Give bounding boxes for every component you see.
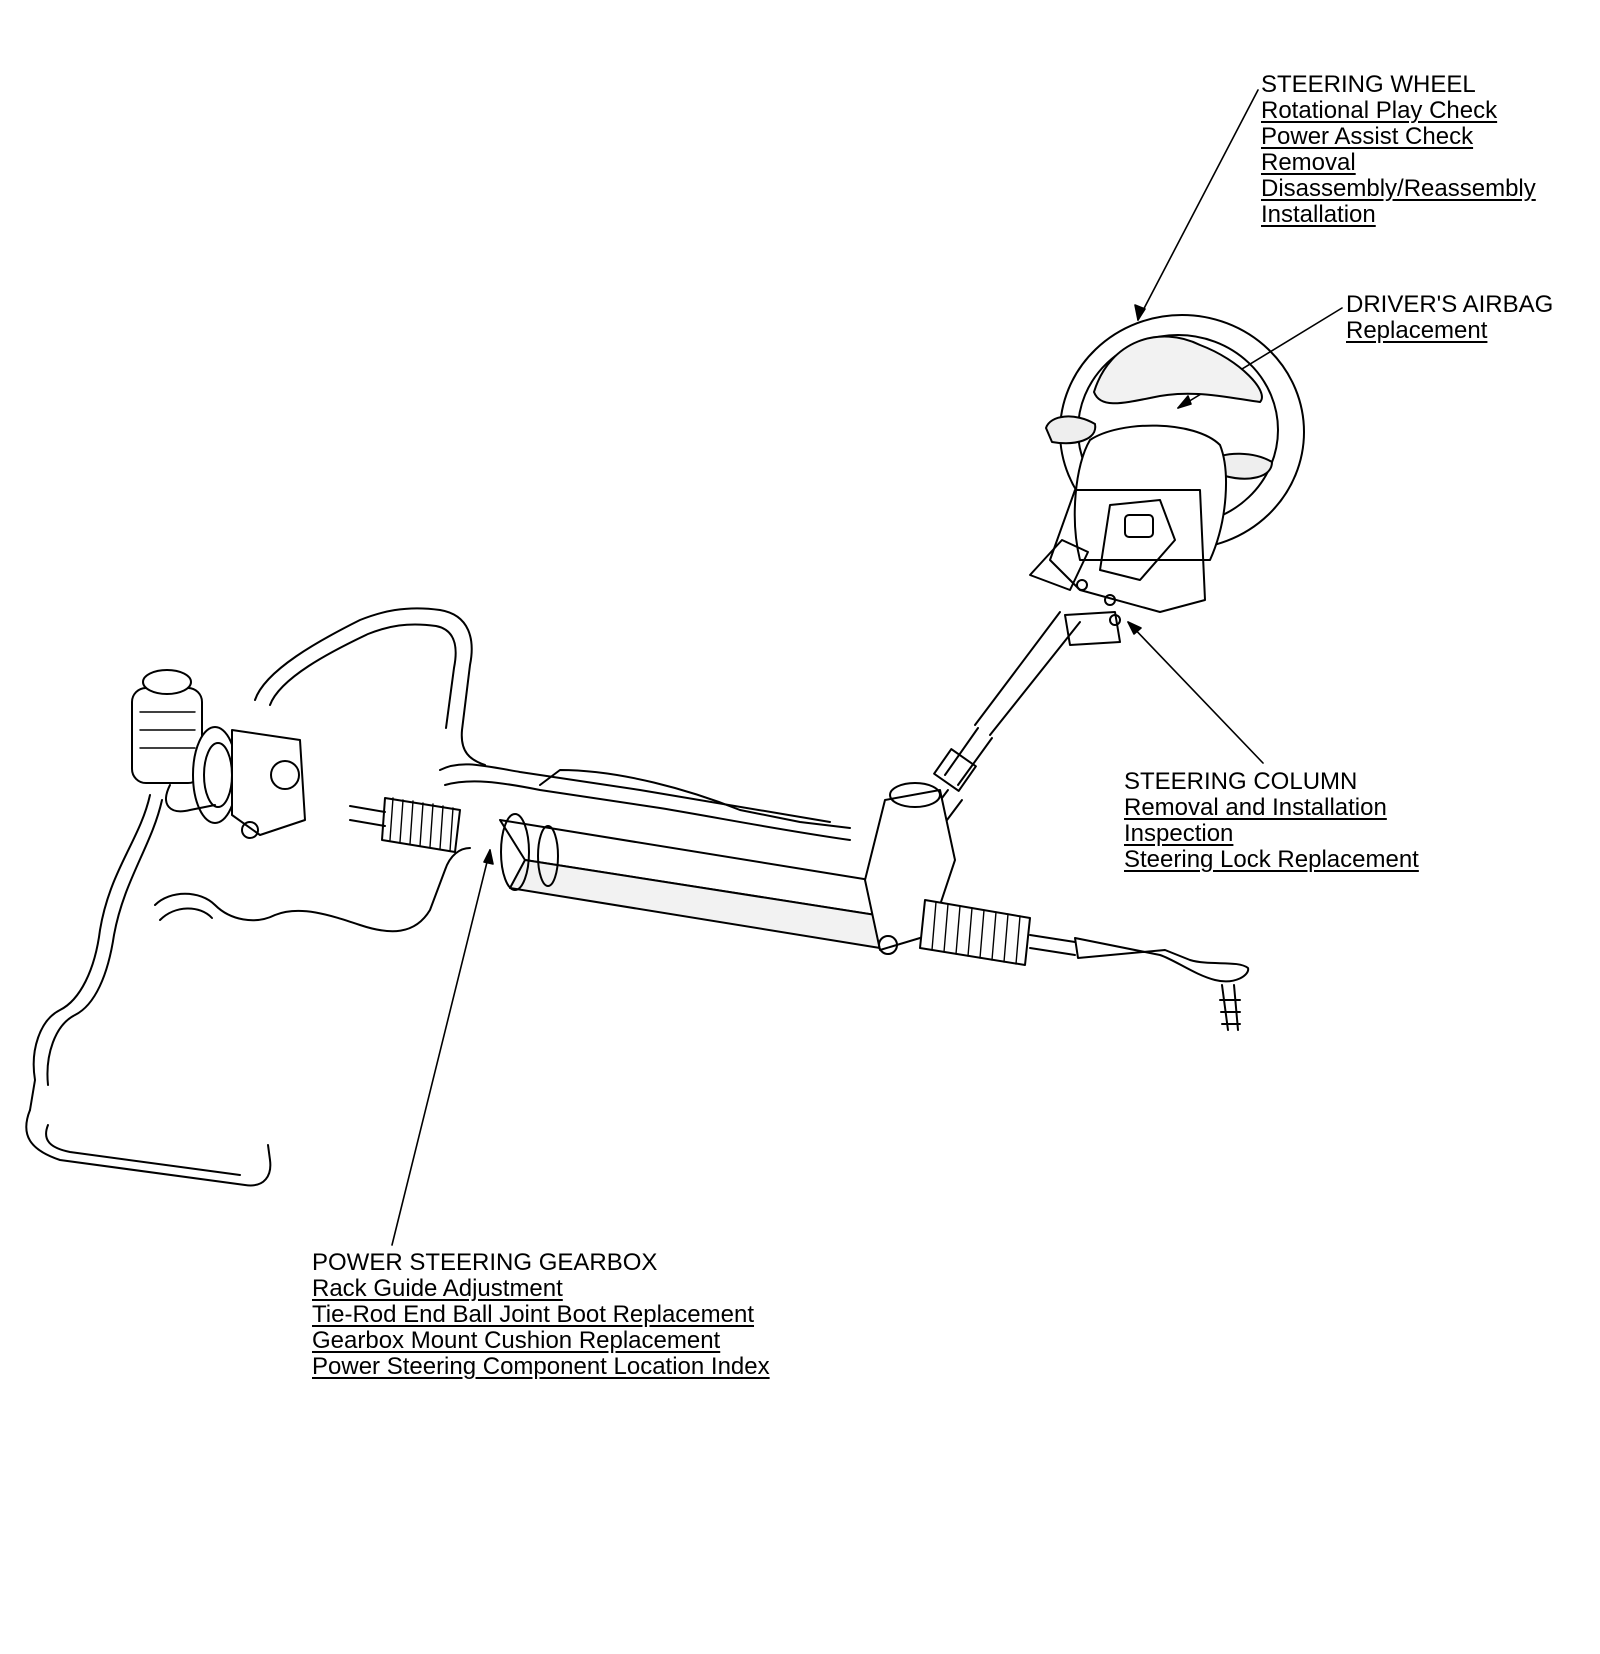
rack-left-tie-rod (349, 805, 386, 827)
tie-rod-ball-joint (1219, 984, 1241, 1031)
pump-body (231, 729, 306, 836)
column-bracket (1049, 489, 1206, 613)
link-tie-rod-boot-replacement[interactable]: Tie-Rod End Ball Joint Boot Replacement (312, 1301, 755, 1328)
leader-gearbox (391, 849, 491, 1246)
column-intermediate-shaft (944, 727, 993, 786)
callout-title-steering-wheel: STEERING WHEEL (1261, 71, 1476, 98)
link-rack-guide-adjustment[interactable]: Rack Guide Adjustment (312, 1275, 563, 1302)
leader-arrowhead (1177, 395, 1192, 409)
boot-ribs (931, 901, 1021, 965)
tie-rod-end (1074, 937, 1250, 983)
callout-title-gearbox: POWER STEERING GEARBOX (312, 1249, 658, 1276)
pump-mount (241, 821, 259, 839)
cooler-loop (25, 1109, 272, 1187)
pressure-hose (254, 607, 486, 766)
gearbox-line (539, 769, 851, 829)
pinion-input (889, 782, 941, 808)
rack-right-tie-rod (1029, 934, 1076, 956)
column-lock-housing (1099, 499, 1176, 581)
leader-arrowhead (483, 849, 494, 865)
link-rotational-play-check[interactable]: Rotational Play Check (1261, 97, 1498, 124)
link-steering-wheel-disassembly[interactable]: Disassembly/Reassembly (1261, 175, 1536, 202)
link-column-removal-installation[interactable]: Removal and Installation (1124, 794, 1387, 821)
steering-wheel-spoke-left (1045, 415, 1097, 445)
callout-drivers-airbag: DRIVER'S AIRBAG Replacement (1346, 292, 1553, 344)
link-steering-wheel-removal[interactable]: Removal (1261, 149, 1356, 176)
link-power-assist-check[interactable]: Power Assist Check (1261, 123, 1474, 150)
power-steering-pump (131, 669, 306, 839)
return-line-upper-2 (444, 780, 851, 841)
leader-lines (391, 89, 1343, 1246)
rack-right-boot (919, 899, 1031, 966)
gearbox-mount-hole (878, 935, 898, 955)
column-switch (1124, 514, 1154, 538)
leader-arrowhead (1134, 304, 1146, 321)
feed-line-2 (159, 907, 213, 921)
link-airbag-replacement[interactable]: Replacement (1346, 317, 1488, 344)
callout-steering-wheel: STEERING WHEEL Rotational Play Check Pow… (1261, 72, 1536, 228)
column-universal-joint (933, 748, 977, 792)
reservoir-body (131, 687, 203, 784)
link-steering-lock-replacement[interactable]: Steering Lock Replacement (1124, 846, 1419, 873)
leader-arrowhead (1127, 621, 1142, 635)
column-bolt (1076, 579, 1088, 591)
callout-title-steering-column: STEERING COLUMN (1124, 768, 1358, 795)
pump-port (270, 760, 300, 790)
suction-hose (165, 784, 216, 813)
steering-wheel-spoke-top (1093, 335, 1263, 405)
power-steering-gearbox (349, 782, 1250, 1031)
reservoir-cap (142, 669, 192, 695)
column-mount-plate (1029, 539, 1089, 591)
return-line-upper (439, 763, 831, 823)
reservoir-ribs (139, 711, 196, 749)
callout-steering-column: STEERING COLUMN Removal and Installation… (1124, 769, 1419, 873)
column-bolt (1104, 594, 1116, 606)
cooler-line-2 (46, 799, 163, 1086)
leader-steering-column (1127, 621, 1264, 764)
column-lower-bracket (1064, 611, 1121, 646)
link-gearbox-mount-cushion[interactable]: Gearbox Mount Cushion Replacement (312, 1327, 721, 1354)
link-component-location-index[interactable]: Power Steering Component Location Index (312, 1353, 770, 1380)
callout-power-steering-gearbox: POWER STEERING GEARBOX Rack Guide Adjust… (312, 1250, 770, 1380)
hoses-and-lines (25, 607, 851, 1187)
link-column-inspection[interactable]: Inspection (1124, 820, 1234, 847)
pressure-hose-outline (269, 623, 457, 729)
rack-housing-collar (500, 813, 530, 891)
steering-wheel (1045, 314, 1305, 561)
leader-steering-wheel (1137, 89, 1259, 321)
link-steering-wheel-installation[interactable]: Installation (1261, 201, 1376, 228)
callout-title-drivers-airbag: DRIVER'S AIRBAG (1346, 291, 1554, 318)
boot-ribs (389, 797, 454, 852)
feed-line (154, 847, 471, 933)
column-shaft (974, 611, 1081, 736)
airbag-module (1073, 424, 1227, 561)
rack-housing-collar (537, 825, 559, 887)
cooler-line (29, 794, 151, 1111)
